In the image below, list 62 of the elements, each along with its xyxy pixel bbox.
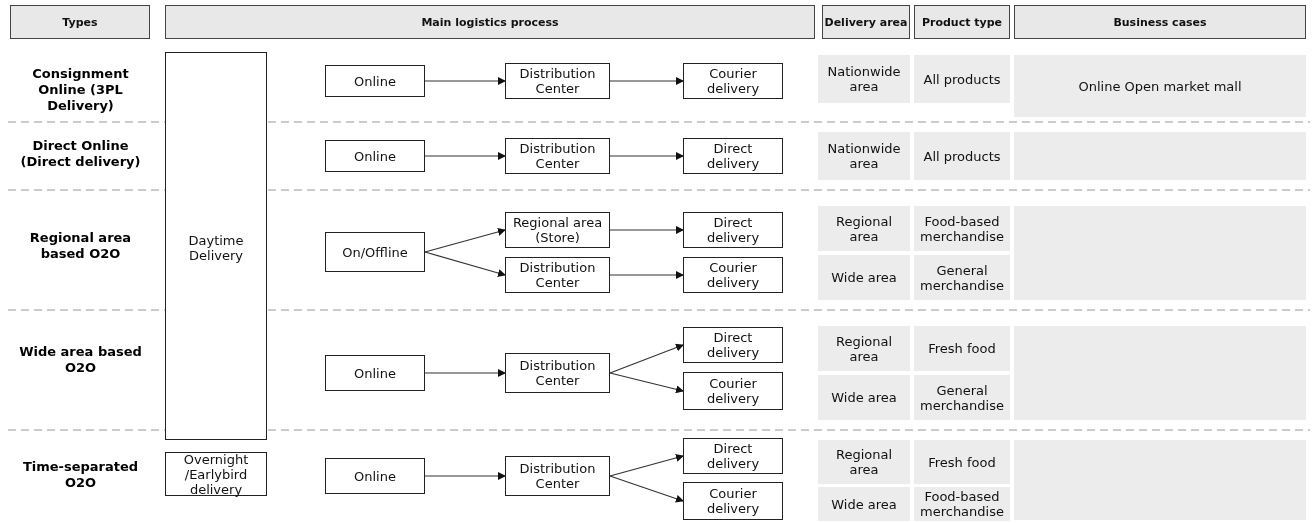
process-box: Courier delivery <box>683 63 783 99</box>
arrow <box>609 226 684 234</box>
category-cell: Nationwide area <box>818 55 910 103</box>
category-cell: Food-based merchandise <box>914 487 1010 521</box>
arrow <box>609 454 684 477</box>
category-cell: Wide area <box>818 375 910 420</box>
row-type-label: Consignment Online (3PL Delivery) <box>31 66 130 114</box>
category-cell: Regional area <box>818 206 910 251</box>
process-box: Direct delivery <box>683 212 783 248</box>
arrow <box>609 475 684 503</box>
process-box: Courier delivery <box>683 372 783 410</box>
process-box: Courier delivery <box>683 257 783 293</box>
category-cell: All products <box>914 132 1010 180</box>
arrow <box>609 343 684 374</box>
arrow <box>424 77 506 85</box>
category-cell: Nationwide area <box>818 132 910 180</box>
category-cell: Online Open market mall <box>1014 55 1306 117</box>
category-cell: Food-based merchandise <box>914 206 1010 251</box>
category-cell: Regional area <box>818 440 910 484</box>
process-box: Distribution Center <box>505 456 610 496</box>
process-box: Direct delivery <box>683 138 783 174</box>
arrow <box>424 369 506 377</box>
category-cell: General merchandise <box>914 375 1010 420</box>
process-box: Distribution Center <box>505 138 610 174</box>
column-header: Product type <box>914 5 1010 39</box>
arrow <box>609 77 684 85</box>
process-box: Online <box>325 65 425 97</box>
process-box: Distribution Center <box>505 63 610 99</box>
process-box: Online <box>325 140 425 172</box>
row-type-label: Direct Online (Direct delivery) <box>19 138 142 170</box>
process-box: Online <box>325 458 425 494</box>
arrow <box>609 271 684 279</box>
process-box: Distribution Center <box>505 353 610 393</box>
arrow <box>424 228 506 253</box>
column-header: Main logistics process <box>165 5 815 39</box>
process-box: Direct delivery <box>683 438 783 474</box>
column-header: Delivery area <box>822 5 910 39</box>
category-cell: Fresh food <box>914 440 1010 484</box>
arrow <box>609 152 684 160</box>
process-box: On/Offline <box>325 232 425 272</box>
process-box: Distribution Center <box>505 257 610 293</box>
process-box: Online <box>325 355 425 391</box>
category-cell: All products <box>914 55 1010 103</box>
column-header: Types <box>10 5 150 39</box>
column-header: Business cases <box>1014 5 1306 39</box>
process-box: Overnight /Earlybird delivery <box>165 452 267 496</box>
category-cell: Fresh food <box>914 326 1010 371</box>
arrow <box>424 152 506 160</box>
arrow <box>609 372 684 394</box>
process-box: Courier delivery <box>683 482 783 520</box>
category-cell: Wide area <box>818 255 910 300</box>
category-cell: General merchandise <box>914 255 1010 300</box>
arrow <box>424 472 506 480</box>
row-type-label: Time-separated O2O <box>21 459 140 491</box>
category-cell: Regional area <box>818 326 910 371</box>
process-box: Daytime Delivery <box>165 52 267 440</box>
process-box: Direct delivery <box>683 327 783 363</box>
category-cell: Wide area <box>818 487 910 521</box>
row-type-label: Regional area based O2O <box>28 230 133 262</box>
arrow <box>424 251 506 277</box>
process-box: Regional area (Store) <box>505 212 610 248</box>
row-type-label: Wide area based O2O <box>18 344 143 376</box>
